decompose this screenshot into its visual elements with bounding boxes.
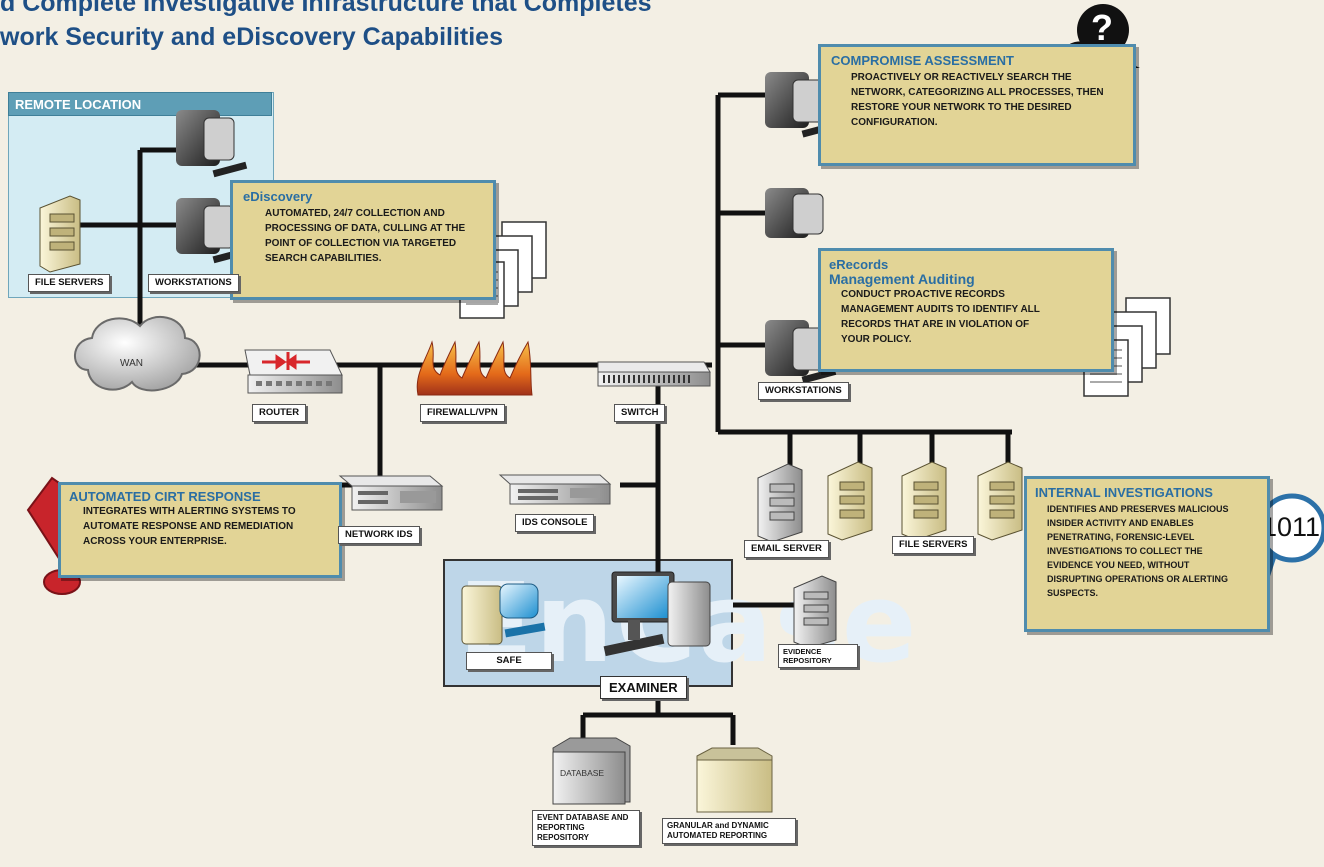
compromise-title: Compromise Assessment bbox=[831, 53, 1014, 68]
examiner-workstation bbox=[603, 571, 711, 657]
label-evidence-repository: EVIDENCE REPOSITORY bbox=[778, 644, 858, 668]
switch-device bbox=[597, 361, 711, 387]
label-ids-console: IDS CONSOLE bbox=[515, 514, 595, 532]
callout-erecords: eRecords Management Auditing Conduct pro… bbox=[818, 248, 1114, 372]
internal-body: Identifies and preserves malicious insid… bbox=[1047, 504, 1229, 598]
label-workstations-right: WORKSTATIONS bbox=[758, 382, 849, 400]
ediscovery-title: eDiscovery bbox=[243, 189, 313, 204]
email-server-device bbox=[757, 463, 803, 543]
file-server-3 bbox=[977, 461, 1023, 541]
callout-compromise-assessment: Compromise Assessment Proactively or rea… bbox=[818, 44, 1136, 166]
wan-label: WAN bbox=[120, 358, 143, 369]
label-email-server: EMAIL SERVER bbox=[744, 540, 829, 558]
network-cables bbox=[80, 92, 1012, 745]
right-workstation-top bbox=[765, 72, 837, 138]
remote-file-server bbox=[39, 195, 81, 273]
database-folder-label: DATABASE bbox=[560, 768, 605, 778]
remote-workstation-top bbox=[176, 110, 248, 178]
ediscovery-body: Automated, 24/7 collection and processin… bbox=[265, 208, 466, 264]
firewall-flames bbox=[416, 340, 533, 396]
router-device bbox=[244, 349, 343, 394]
label-file-servers-remote: FILE SERVERS bbox=[28, 274, 111, 292]
label-switch: SWITCH bbox=[614, 404, 666, 422]
report-folder-icon bbox=[696, 747, 773, 813]
label-granular-reporting: GRANULAR and DYNAMIC AUTOMATED REPORTING bbox=[662, 818, 796, 844]
erecords-body: Conduct proactive records management aud… bbox=[841, 289, 1040, 345]
remote-location-header: REMOTE LOCATION bbox=[8, 92, 272, 116]
label-examiner: EXAMINER bbox=[600, 676, 687, 699]
file-server-2 bbox=[901, 461, 947, 541]
erecords-title-1: eRecords bbox=[829, 257, 889, 272]
callout-cirt: Automated CIRT Response Integrates with … bbox=[58, 482, 342, 578]
remote-workstation-bottom bbox=[176, 198, 248, 264]
safe-workstation bbox=[461, 583, 546, 645]
wan-cloud bbox=[74, 316, 201, 392]
evidence-repository-device bbox=[793, 575, 837, 649]
compromise-body: Proactively or reactively search the net… bbox=[851, 72, 1104, 128]
erecords-title-2: Management Auditing bbox=[829, 271, 975, 287]
cirt-body: Integrates with alerting systems to auto… bbox=[83, 506, 296, 547]
label-router: ROUTER bbox=[252, 404, 307, 422]
document-stack-ediscovery bbox=[459, 221, 547, 319]
internal-title: Internal Investigations bbox=[1035, 485, 1213, 500]
right-workstation-middle bbox=[765, 188, 824, 238]
title-line-2: work Security and eDiscovery Capabilitie… bbox=[0, 23, 503, 51]
database-folder-icon bbox=[552, 737, 631, 805]
label-safe: SAFE bbox=[466, 652, 552, 670]
label-event-database: EVENT DATABASE AND REPORTING REPOSITORY bbox=[532, 810, 640, 846]
label-network-ids: NETWORK IDS bbox=[338, 526, 420, 544]
binary-text: 1011 bbox=[1262, 512, 1321, 542]
question-mark-text: ? bbox=[1091, 7, 1113, 48]
label-file-servers-right: FILE SERVERS bbox=[892, 536, 975, 554]
callout-ediscovery: eDiscovery Automated, 24/7 collection an… bbox=[230, 180, 496, 300]
label-workstations-remote: WORKSTATIONS bbox=[148, 274, 239, 292]
page-title: d Complete Investigative Infrastructure … bbox=[0, 0, 652, 54]
callout-internal-investigations: Internal Investigations Identifies and p… bbox=[1024, 476, 1270, 632]
ids-console-device bbox=[498, 474, 612, 505]
network-ids-device bbox=[338, 475, 444, 511]
label-firewall: FIREWALL/VPN bbox=[420, 404, 505, 422]
title-line-1: d Complete Investigative Infrastructure … bbox=[0, 0, 652, 17]
file-server-1 bbox=[827, 461, 873, 541]
cirt-title: Automated CIRT Response bbox=[69, 489, 261, 504]
